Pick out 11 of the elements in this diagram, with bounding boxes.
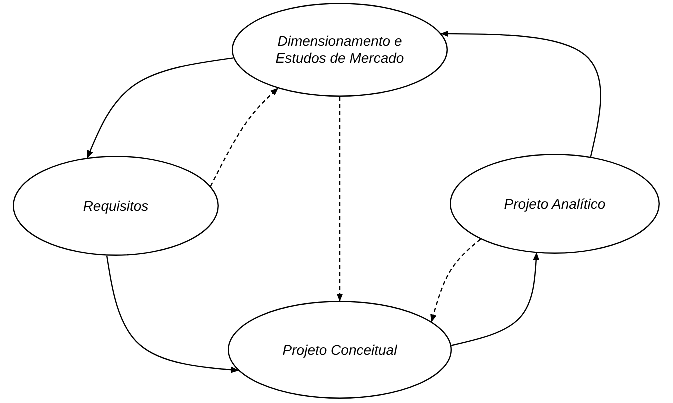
arrow (451, 252, 540, 346)
node-label: Projeto Conceitual (282, 342, 398, 358)
node-label: Requisitos (83, 198, 149, 214)
arrow (87, 58, 234, 159)
arrow (106, 256, 240, 374)
node-label: Projeto Analítico (504, 196, 606, 212)
node-label: Dimensionamento e Estudos de Mercado (275, 33, 405, 67)
arrow (440, 30, 602, 158)
arrow (210, 88, 279, 187)
arrow (430, 238, 482, 323)
arrow (336, 97, 344, 302)
